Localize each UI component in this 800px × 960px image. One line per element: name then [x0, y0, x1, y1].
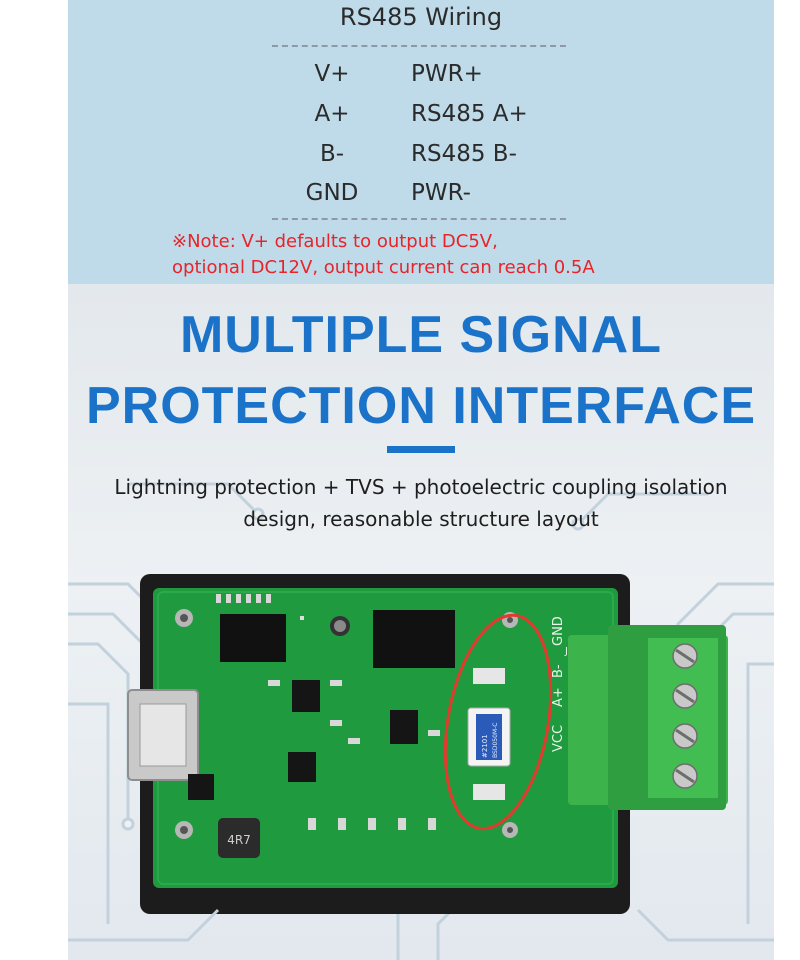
wiring-pin: GND: [305, 180, 359, 206]
wiring-signal: PWR-: [411, 180, 471, 206]
wiring-signal: RS485 A+: [411, 101, 528, 127]
terminal-label: A+: [551, 687, 566, 707]
terminal-label: GND: [551, 616, 566, 646]
note-line: optional DC12V, output current can reach…: [172, 257, 595, 278]
wiring-title: RS485 Wiring: [339, 3, 503, 31]
divider: [272, 218, 566, 220]
pcb-illustration: 4R7 #2101 BSD050M-C VCC A: [68, 574, 774, 942]
ic-u2: [373, 610, 455, 668]
product-page: RS485 Wiring V+ PWR+ A+ RS485 A+ B- RS48…: [68, 0, 774, 960]
accent-bar: [387, 446, 455, 453]
terminal-label: B-: [551, 664, 566, 678]
wiring-signal: PWR+: [411, 61, 483, 87]
note-line: ※Note: V+ defaults to output DC5V,: [172, 231, 498, 252]
highlight-ring: [443, 613, 553, 831]
wiring-note: ※Note: V+ defaults to output DC5V, optio…: [172, 229, 752, 281]
wiring-signal: RS485 B-: [411, 141, 517, 167]
terminal-label: VCC: [551, 725, 566, 752]
subtitle: Lightning protection + TVS + photoelectr…: [114, 475, 728, 499]
wiring-pin: B-: [319, 141, 345, 167]
product-photo: 4R7 #2101 BSD050M-C VCC A: [68, 530, 774, 960]
inductor-label: 4R7: [227, 833, 251, 847]
divider: [272, 45, 566, 47]
inductor: [218, 818, 260, 858]
ic-u1: [220, 614, 286, 662]
headline: PROTECTION INTERFACE: [85, 377, 757, 435]
subtitle: design, reasonable structure layout: [243, 507, 599, 531]
wiring-pin: A+: [314, 101, 350, 127]
wiring-panel: RS485 Wiring V+ PWR+ A+ RS485 A+ B- RS48…: [68, 0, 774, 284]
pcb: [153, 588, 618, 888]
headline: MULTIPLE SIGNAL: [179, 306, 662, 364]
chip-text: BSD050M-C: [492, 723, 499, 758]
chip-text: #2101: [481, 734, 489, 758]
wiring-pin: V+: [314, 61, 350, 87]
